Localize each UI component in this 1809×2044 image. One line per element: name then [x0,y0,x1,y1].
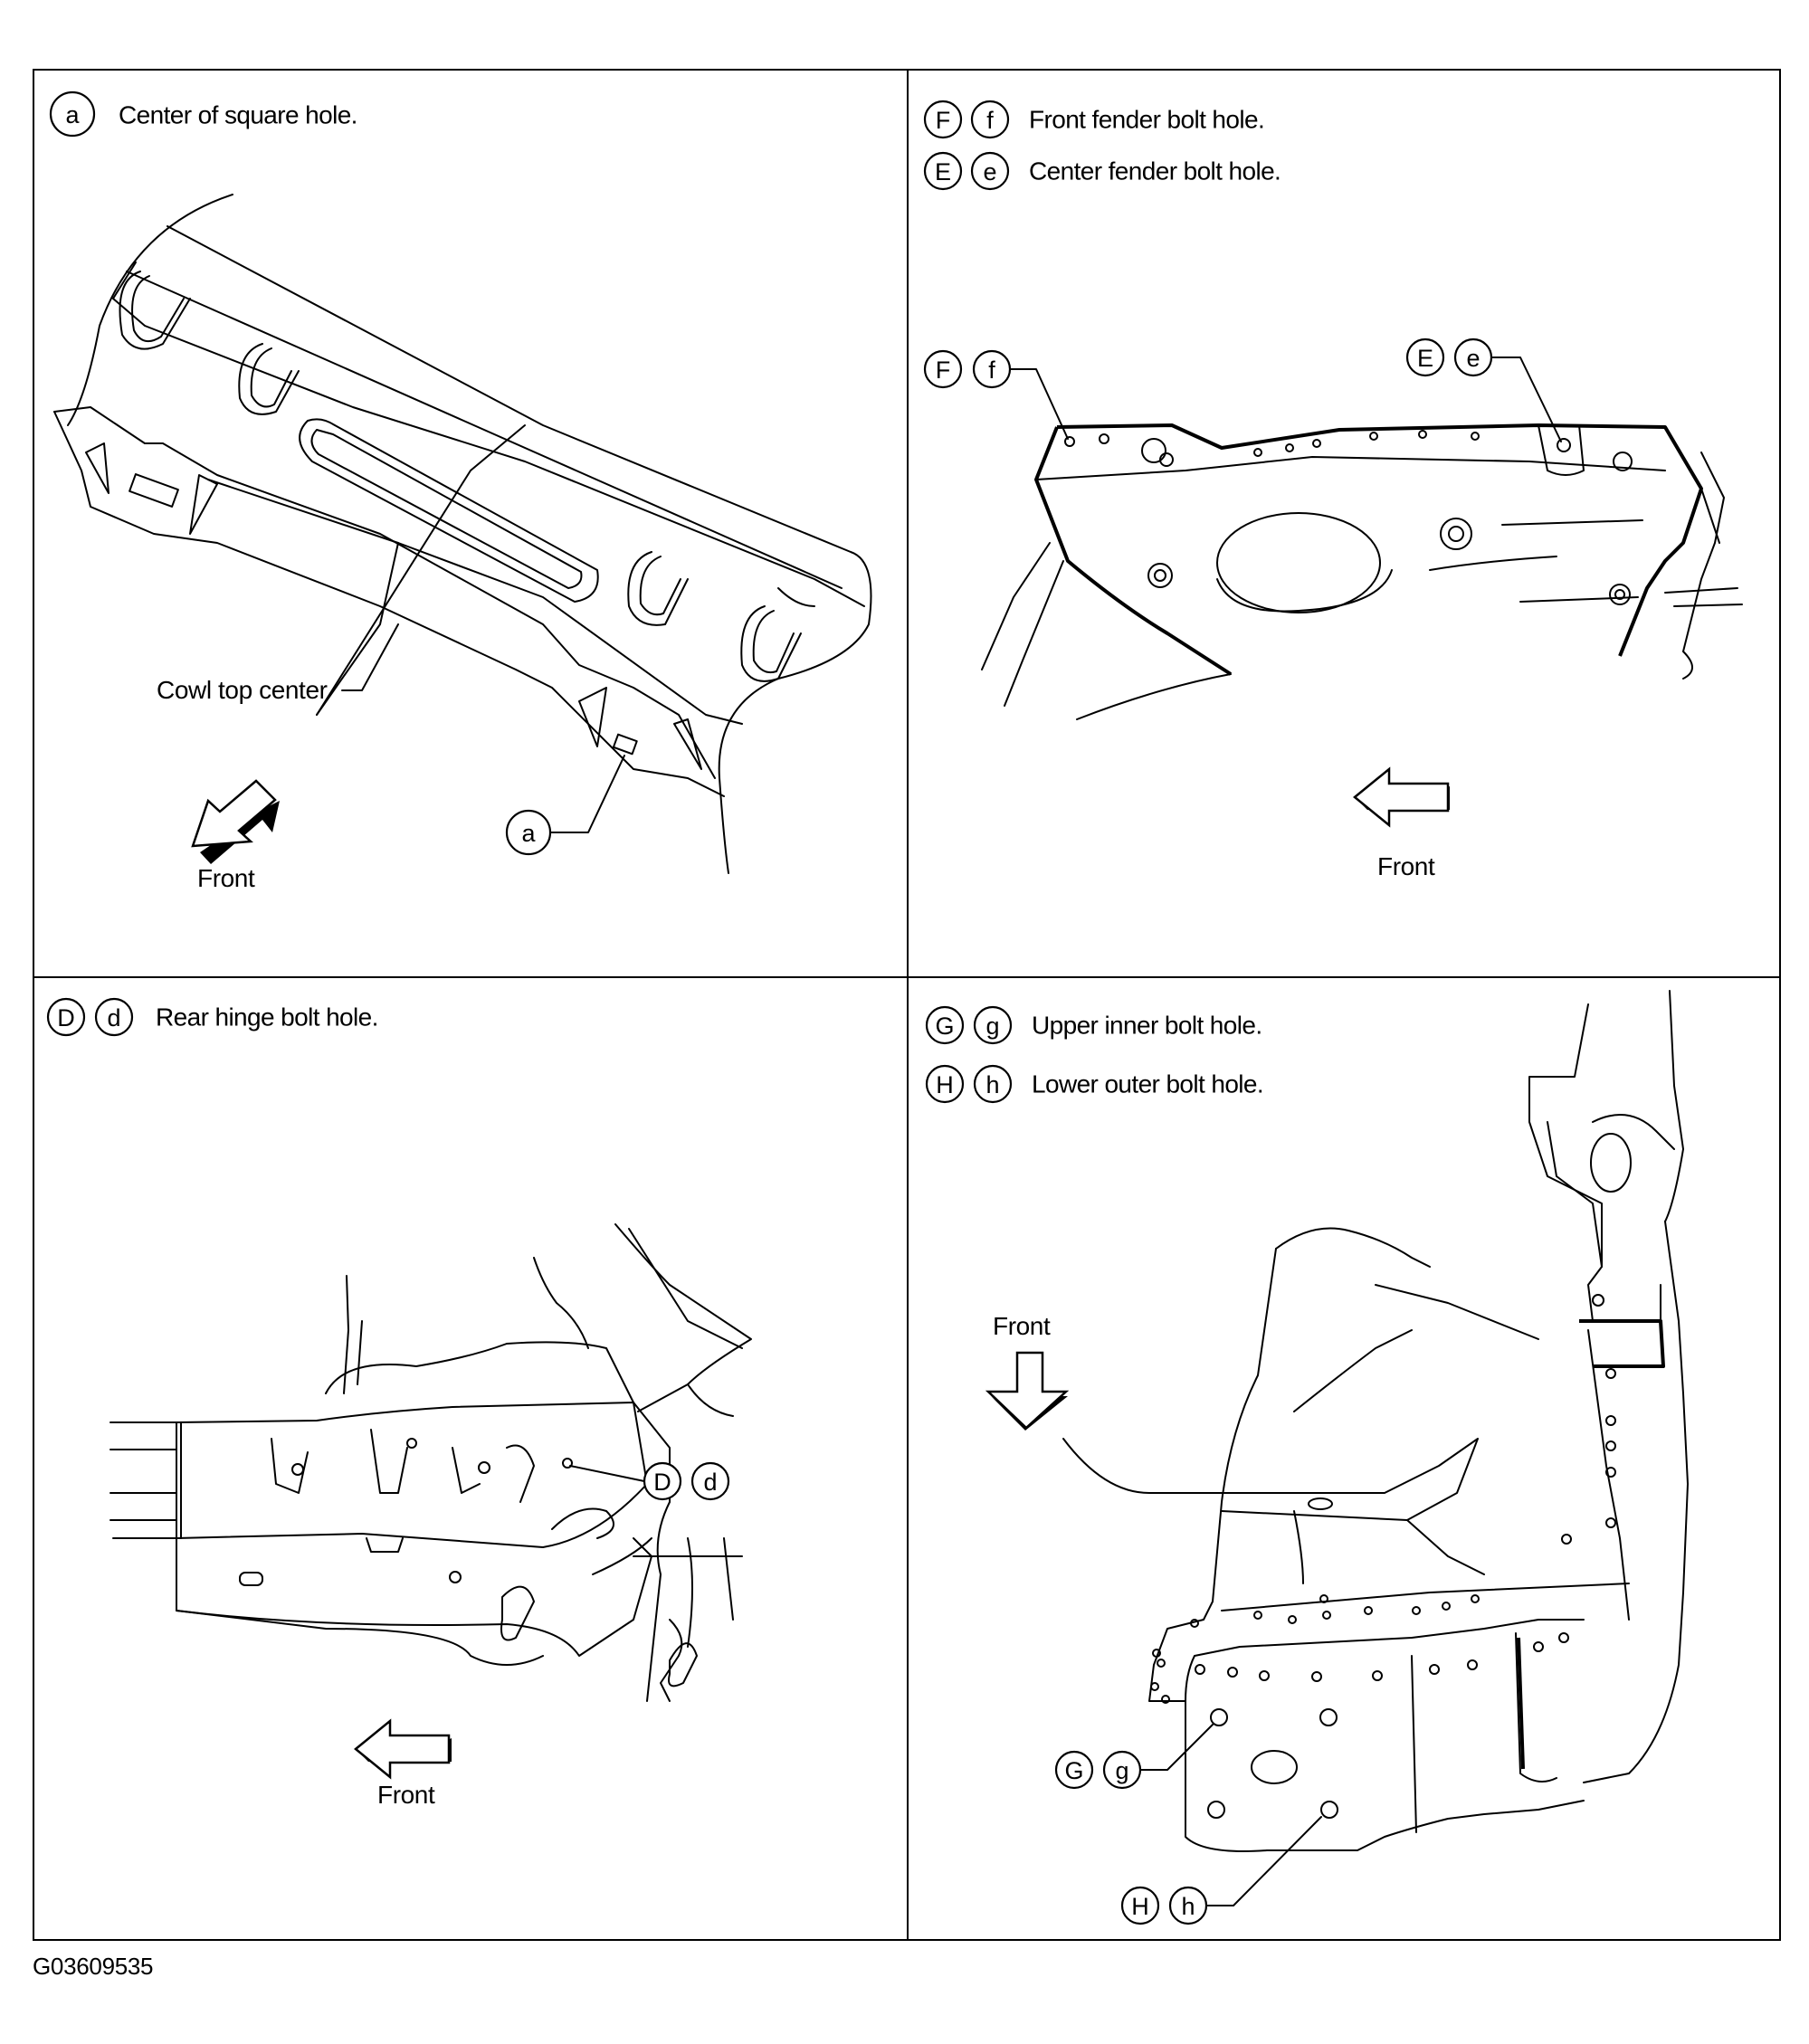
svg-text:g: g [1115,1757,1128,1784]
callout-f: f [986,107,994,134]
callout-F: F [936,107,951,134]
callout-D: D [57,1004,75,1032]
legend-row-a: a Center of square hole. [49,90,357,138]
legend-row-h: H h Lower outer bolt hole. [925,1064,1264,1104]
pointer-callout-E-e: E e [1405,337,1562,442]
pointer-callout-F-f: F f [923,349,1069,440]
fender-apron-drawing [981,423,1743,720]
callout-g: g [985,1012,999,1040]
svg-text:a: a [521,820,536,847]
leader-line-cowl [341,623,399,691]
legend-text-center-fender-bolt-hole: Center fender bolt hole. [1029,157,1281,185]
panel-bottom-left: D d Rear hinge bolt hole. [46,997,752,1809]
svg-text:e: e [1466,345,1480,372]
legend-row-f: F f Front fender bolt hole. [923,100,1265,139]
panel-top-right: F f Front fender bolt hole. E e Center f… [923,100,1743,880]
front-arrow-label-bottom-left: Front [377,1781,435,1809]
side-member-drawing [1062,990,1689,1852]
callout-d: d [107,1004,120,1032]
front-arrow-top-right [1353,766,1450,828]
svg-text:E: E [1417,345,1433,372]
part-label-cowl-top-center: Cowl top center [157,676,328,704]
pointer-callout-a: a [505,755,625,856]
pointer-callout-G-g: G g [1054,1724,1214,1790]
front-arrow-bottom-left [354,1718,452,1780]
legend-text-front-fender-bolt-hole: Front fender bolt hole. [1029,106,1264,134]
callout-a: a [65,101,80,128]
callout-H: H [936,1071,954,1098]
panel-grid [33,69,1781,1941]
svg-text:G: G [1064,1757,1083,1784]
legend-text-lower-outer-bolt-hole: Lower outer bolt hole. [1032,1070,1263,1098]
pointer-callout-D-d: D d [569,1461,730,1501]
svg-text:D: D [653,1469,671,1496]
legend-row-g: G g Upper inner bolt hole. [925,1005,1262,1045]
svg-text:h: h [1181,1893,1195,1920]
svg-text:f: f [988,357,995,384]
panel-top-left: a Center of square hole. [49,90,872,892]
front-arrow-label-top-left: Front [197,864,255,892]
panel-bottom-right: G g Upper inner bolt hole. H h Lower out… [925,990,1689,1925]
figure-id: G03609535 [33,1953,154,1980]
front-arrow-bottom-right [985,1351,1070,1431]
callout-G: G [935,1012,954,1040]
svg-text:d: d [703,1469,717,1496]
pointer-callout-H-h: H h [1120,1816,1322,1925]
front-arrow-top-left [191,779,280,864]
callout-e: e [983,158,996,185]
svg-text:H: H [1131,1893,1149,1920]
hinge-pillar-drawing [109,1223,752,1702]
callout-E: E [935,158,951,185]
legend-text-upper-inner-bolt-hole: Upper inner bolt hole. [1032,1012,1262,1040]
legend-text-rear-hinge-bolt-hole: Rear hinge bolt hole. [156,1003,378,1032]
front-arrow-label-top-right: Front [1377,852,1435,880]
svg-text:F: F [936,357,951,384]
cowl-top-center-drawing [53,194,872,874]
legend-text-center-square-hole: Center of square hole. [119,101,357,129]
callout-h: h [985,1071,999,1098]
front-arrow-label-bottom-right: Front [993,1312,1051,1340]
legend-row-d: D d Rear hinge bolt hole. [46,997,378,1037]
legend-row-e: E e Center fender bolt hole. [923,151,1281,191]
